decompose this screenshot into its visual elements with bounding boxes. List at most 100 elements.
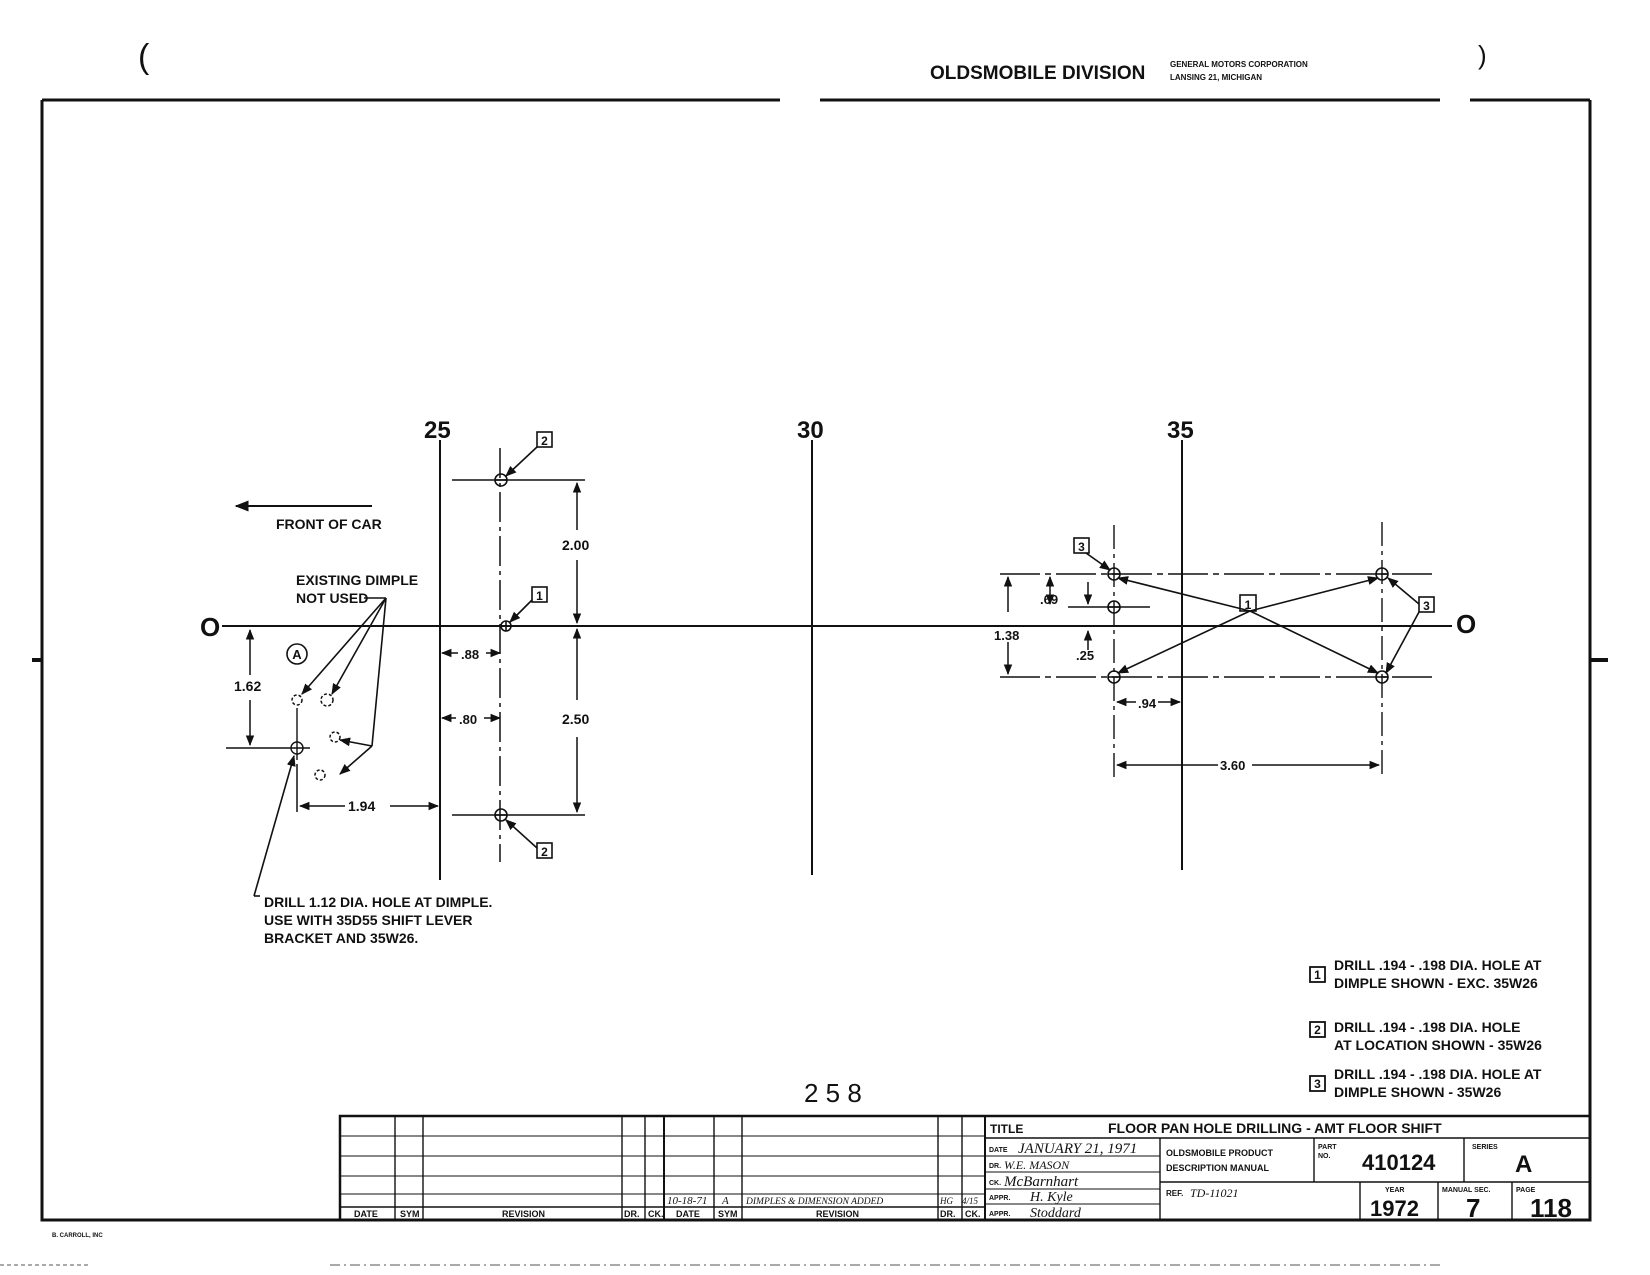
note-2-line2: AT LOCATION SHOWN - 35W26 [1334,1037,1542,1053]
svg-text:REVISION: REVISION [502,1209,545,1219]
svg-text:DATE: DATE [354,1209,378,1219]
svg-text:DATE: DATE [676,1209,700,1219]
right-hole-pattern [1000,522,1432,778]
note-1-line2: DIMPLE SHOWN - EXC. 35W26 [1334,975,1538,991]
dim-1-94 [296,764,440,812]
note-1-line1: DRILL .194 - .198 DIA. HOLE AT [1334,957,1542,973]
drill-main-leader [253,754,296,897]
svg-text:10-18-71: 10-18-71 [667,1195,707,1207]
station-label-30: 30 [797,417,824,444]
year-value: 1972 [1370,1196,1419,1221]
station-lines [439,440,1183,880]
callout-3-right: 3 [1423,599,1430,613]
dr-value: W.E. MASON [1004,1158,1070,1172]
station-label-35: 35 [1167,417,1194,444]
year-label: YEAR [1385,1187,1404,1194]
title-block [985,1137,1590,1220]
corporation-text: GENERAL MOTORS CORPORATION [1170,60,1308,69]
appr-label-2: APPR. [989,1211,1010,1218]
dim-horizontal-35 [1115,697,1381,770]
right-callout-leaders [1085,552,1420,674]
appr-signature-1: H. Kyle [1029,1190,1073,1205]
part-label-2: NO. [1318,1153,1331,1160]
series-value: A [1515,1151,1532,1178]
sheet-number: 2 5 8 [804,1078,862,1108]
appr-signature-2: Stoddard [1030,1206,1082,1221]
station-label-25: 25 [424,417,451,444]
callout-boxes-25 [531,431,553,859]
note-2-line1: DRILL .194 - .198 DIA. HOLE [1334,1019,1520,1035]
revision-entry: 10-18-71 A DIMPLES & DIMENSION ADDED HG … [667,1195,979,1207]
dr-label: DR. [989,1163,1001,1170]
note-2-number: 2 [1314,1023,1321,1037]
revision-headers-left: DATE SYM REVISION DR. CK. [354,1209,664,1219]
ck-label: CK. [989,1180,1001,1187]
main-hole [226,708,310,760]
circle-a-marker [286,643,308,665]
printer-mark: B. CARROLL, INC [52,1233,103,1239]
callout-1-datum: 1 [536,589,543,603]
dim-vertical-35 [1003,575,1093,676]
front-of-car-label: FRONT OF CAR [276,516,382,532]
manual-sec-value: 7 [1466,1193,1480,1223]
page-value: 118 [1530,1193,1572,1223]
dim-1-38-label: 1.38 [994,628,1019,643]
right-holes [1107,567,1389,684]
circle-a-label: A [292,647,302,662]
extension-lines-25 [452,479,585,816]
ref-value: TD-11021 [1190,1186,1238,1200]
dim-69-label: .69 [1040,592,1058,607]
svg-text:REVISION: REVISION [816,1209,859,1219]
callout-3-left: 3 [1078,540,1085,554]
drill-main-line2: USE WITH 35D55 SHIFT LEVER [264,912,472,928]
dim-horizontal-25 [440,648,502,723]
svg-text:SYM: SYM [400,1209,420,1219]
svg-text:4/15: 4/15 [962,1196,979,1206]
dim-88-label: .88 [461,647,479,662]
svg-text:SYM: SYM [718,1209,738,1219]
right-callout-boxes [1073,537,1435,613]
manual-sec-label: MANUAL SEC. [1442,1187,1491,1194]
dim-80-label: .80 [459,712,477,727]
datum-label-left: O [200,612,220,642]
callout-2-bottom: 2 [541,845,548,859]
division-title: OLDSMOBILE DIVISION [930,63,1145,84]
svg-text:DR.: DR. [624,1209,640,1219]
note-3-box [1309,1075,1326,1092]
revision-headers-right: DATE SYM REVISION DR. CK. [676,1209,981,1219]
note-2-box [1309,1021,1326,1038]
drawing-title: FLOOR PAN HOLE DRILLING - AMT FLOOR SHIF… [1108,1120,1442,1136]
datum-label-right: O [1456,609,1476,639]
drill-main-line3: BRACKET AND 35W26. [264,930,418,946]
dim-2-50-label: 2.50 [562,711,589,727]
svg-text:DR.: DR. [940,1209,956,1219]
not-used-label: NOT USED [296,590,368,606]
existing-dimple-label: EXISTING DIMPLE [296,572,418,588]
dim-94-label: .94 [1138,696,1157,711]
note-1-box [1309,966,1326,983]
dim-1-62-label: 1.62 [234,678,261,694]
dim-1-94-label: 1.94 [348,798,375,814]
svg-text:DIMPLES & DIMENSION ADDED: DIMPLES & DIMENSION ADDED [745,1197,883,1207]
note-3-line2: DIMPLE SHOWN - 35W26 [1334,1084,1501,1100]
dim-25-label: .25 [1076,648,1094,663]
location-text: LANSING 21, MICHIGAN [1170,73,1262,82]
callout-2-top: 2 [541,434,548,448]
dim-3-60-label: 3.60 [1220,758,1245,773]
svg-text:CK.: CK. [965,1209,981,1219]
date-label: DATE [989,1147,1008,1154]
note-3-line1: DRILL .194 - .198 DIA. HOLE AT [1334,1066,1542,1082]
note-3-number: 3 [1314,1077,1321,1091]
title-label: TITLE [990,1122,1023,1136]
page-label: PAGE [1516,1187,1536,1194]
revision-table [338,1114,1592,1222]
date-value: JANUARY 21, 1971 [1018,1141,1137,1157]
appr-label-1: APPR. [989,1195,1010,1202]
corner-mark-left: ( [138,38,150,76]
manual-label-1: OLDSMOBILE PRODUCT [1166,1148,1274,1158]
part-number: 410124 [1362,1150,1436,1175]
svg-text:A: A [721,1195,729,1207]
callout-1-right: 1 [1245,598,1252,612]
ref-label: REF. [1166,1189,1183,1198]
